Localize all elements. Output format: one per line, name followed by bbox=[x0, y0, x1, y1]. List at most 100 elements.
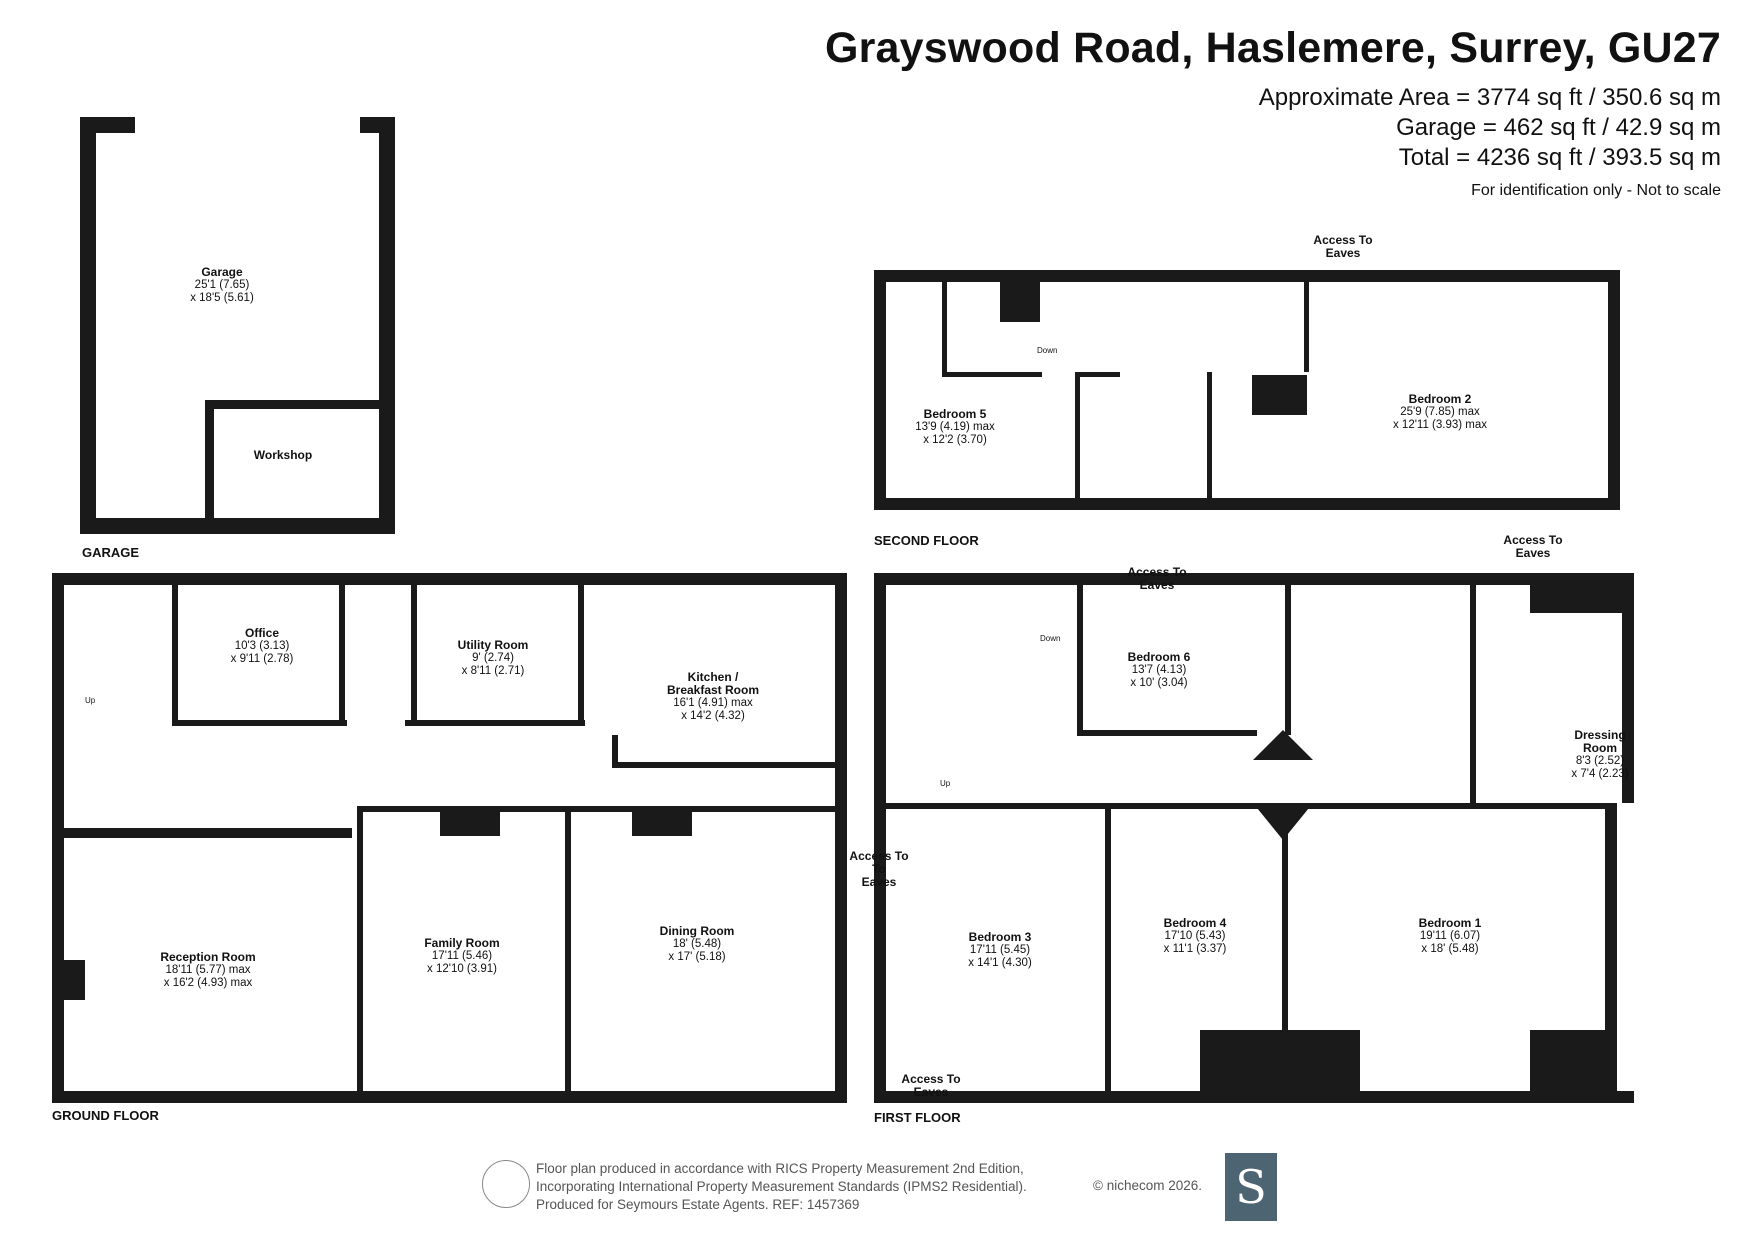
room-family: Family Room 17'11 (5.46) x 12'10 (3.91) bbox=[424, 937, 499, 976]
room-name: Bedroom 6 bbox=[1127, 650, 1191, 664]
room-dim: 16'1 (4.91) max bbox=[673, 697, 753, 709]
room-name: Workshop bbox=[253, 448, 313, 462]
stair-down-first: Down bbox=[1040, 634, 1061, 643]
room-name: Dining Room bbox=[659, 924, 735, 938]
room-dim: 17'11 (5.45) bbox=[969, 944, 1031, 956]
room-bedroom-1: Bedroom 1 19'11 (6.07) x 18' (5.48) bbox=[1419, 917, 1482, 956]
room-name: Bedroom 5 bbox=[923, 407, 987, 421]
room-dim: x 17' (5.18) bbox=[668, 951, 726, 963]
garage-area: Garage = 462 sq ft / 42.9 sq m bbox=[1396, 114, 1721, 141]
room-dim: x 8'11 (2.71) bbox=[461, 665, 525, 677]
room-dim: x 16'2 (4.93) max bbox=[163, 977, 253, 989]
eaves-label: Access To bbox=[1127, 565, 1187, 579]
room-dim: 17'10 (5.43) bbox=[1164, 930, 1226, 942]
page-title: Grayswood Road, Haslemere, Surrey, GU27 bbox=[824, 24, 1721, 72]
room-dim: x 14'2 (4.32) bbox=[681, 710, 745, 722]
eaves-access-second-top: Access To Eaves bbox=[1313, 234, 1372, 260]
stair-up-ground: Up bbox=[85, 696, 96, 705]
eaves-access-first-left: Access To To Eaves bbox=[849, 850, 908, 889]
room-dim: 19'11 (6.07) bbox=[1419, 930, 1481, 942]
room-dim: 13'9 (4.19) max bbox=[915, 421, 995, 433]
seymours-logo: S bbox=[1225, 1153, 1277, 1221]
room-dim: x 7'4 (2.23) bbox=[1571, 768, 1629, 780]
room-name: Reception Room bbox=[160, 950, 256, 964]
eaves-label: Eaves bbox=[1325, 246, 1361, 260]
eaves-label: Access To bbox=[1313, 233, 1373, 247]
room-utility: Utility Room 9' (2.74) x 8'11 (2.71) bbox=[458, 639, 529, 678]
stair-up-first: Up bbox=[940, 779, 951, 788]
room-dim: 8'3 (2.52) bbox=[1575, 755, 1625, 767]
copyright: © nichecom 2026. bbox=[1093, 1178, 1203, 1193]
room-dim: x 18' (5.48) bbox=[1421, 943, 1479, 955]
room-dim: 10'3 (3.13) bbox=[234, 640, 290, 652]
room-dim: 18' (5.48) bbox=[672, 938, 722, 950]
eaves-label: Access To bbox=[901, 1072, 961, 1086]
eaves-label: Access To bbox=[849, 849, 909, 863]
room-name: Bedroom 3 bbox=[968, 930, 1032, 944]
room-dim: 17'11 (5.46) bbox=[431, 950, 493, 962]
floor-label-second: SECOND FLOOR bbox=[874, 533, 979, 548]
approx-area: Approximate Area = 3774 sq ft / 350.6 sq… bbox=[1258, 84, 1721, 111]
room-bedroom-2: Bedroom 2 25'9 (7.85) max x 12'11 (3.93)… bbox=[1393, 393, 1487, 432]
room-name: Breakfast Room bbox=[666, 683, 760, 697]
footer-line: Floor plan produced in accordance with R… bbox=[536, 1161, 1024, 1176]
room-name: Family Room bbox=[424, 936, 500, 950]
room-workshop: Workshop bbox=[254, 449, 312, 462]
floor-label-ground: GROUND FLOOR bbox=[52, 1108, 159, 1123]
room-dim: x 10' (3.04) bbox=[1130, 677, 1188, 689]
room-bedroom-3: Bedroom 3 17'11 (5.45) x 14'1 (4.30) bbox=[968, 931, 1032, 970]
eaves-access-first-bottom: Access To Eaves bbox=[901, 1073, 960, 1099]
room-name: Bedroom 1 bbox=[1418, 916, 1482, 930]
room-name: Office bbox=[244, 626, 279, 640]
room-dim: 13'7 (4.13) bbox=[1131, 664, 1187, 676]
room-dim: 9' (2.74) bbox=[472, 652, 514, 664]
footer-text: Floor plan produced in accordance with R… bbox=[536, 1160, 1027, 1214]
eaves-label: Access To bbox=[1503, 533, 1563, 547]
footer-line: Produced for Seymours Estate Agents. REF… bbox=[536, 1197, 860, 1212]
eaves-label: To bbox=[872, 862, 886, 876]
room-name: Bedroom 2 bbox=[1408, 392, 1472, 406]
room-dim: 18'11 (5.77) max bbox=[165, 964, 251, 976]
room-garage: Garage 25'1 (7.65) x 18'5 (5.61) bbox=[190, 266, 254, 305]
room-dining: Dining Room 18' (5.48) x 17' (5.18) bbox=[660, 925, 735, 964]
room-name: Room bbox=[1582, 741, 1617, 755]
room-bedroom-4: Bedroom 4 17'10 (5.43) x 11'1 (3.37) bbox=[1164, 917, 1227, 956]
room-office: Office 10'3 (3.13) x 9'11 (2.78) bbox=[231, 627, 294, 666]
eaves-label: Eaves bbox=[1515, 546, 1551, 560]
eaves-access-first-top: Access To Eaves bbox=[1127, 566, 1186, 592]
room-dim: x 18'5 (5.61) bbox=[190, 292, 254, 304]
stair-down-second: Down bbox=[1037, 346, 1058, 355]
room-dim: x 12'10 (3.91) bbox=[427, 963, 497, 975]
eaves-label: Eaves bbox=[1139, 578, 1175, 592]
room-name: Bedroom 4 bbox=[1163, 916, 1227, 930]
first-floor-walls bbox=[874, 573, 1634, 1103]
room-name: Garage bbox=[201, 265, 243, 279]
room-name: Utility Room bbox=[457, 638, 529, 652]
room-dim: 25'9 (7.85) max bbox=[1400, 406, 1480, 418]
room-bedroom-6: Bedroom 6 13'7 (4.13) x 10' (3.04) bbox=[1128, 651, 1191, 690]
floor-label-garage: GARAGE bbox=[82, 545, 140, 560]
room-dim: 25'1 (7.65) bbox=[194, 279, 250, 291]
room-dim: x 12'2 (3.70) bbox=[923, 434, 987, 446]
garage-walls bbox=[80, 117, 395, 534]
rics-person-icon bbox=[482, 1160, 530, 1208]
room-kitchen: Kitchen / Breakfast Room 16'1 (4.91) max… bbox=[667, 671, 759, 723]
eaves-access-second-bottom: Access To Eaves bbox=[1503, 534, 1562, 560]
room-dim: x 9'11 (2.78) bbox=[230, 653, 294, 665]
room-name: Dressing bbox=[1574, 728, 1626, 742]
eaves-label: Eaves bbox=[861, 875, 897, 889]
room-dim: x 11'1 (3.37) bbox=[1163, 943, 1227, 955]
room-dressing: Dressing Room 8'3 (2.52) x 7'4 (2.23) bbox=[1571, 729, 1628, 781]
floor-label-first: FIRST FLOOR bbox=[874, 1110, 961, 1125]
ground-floor-walls bbox=[52, 573, 847, 1103]
eaves-label: Eaves bbox=[913, 1085, 949, 1099]
room-reception: Reception Room 18'11 (5.77) max x 16'2 (… bbox=[160, 951, 255, 990]
second-floor-walls bbox=[874, 270, 1620, 510]
disclaimer: For identification only - Not to scale bbox=[1471, 182, 1721, 199]
room-dim: x 14'1 (4.30) bbox=[968, 957, 1032, 969]
room-bedroom-5: Bedroom 5 13'9 (4.19) max x 12'2 (3.70) bbox=[915, 408, 995, 447]
total-area: Total = 4236 sq ft / 393.5 sq m bbox=[1398, 144, 1721, 171]
footer-line: Incorporating International Property Mea… bbox=[536, 1179, 1027, 1194]
room-dim: x 12'11 (3.93) max bbox=[1392, 419, 1488, 431]
